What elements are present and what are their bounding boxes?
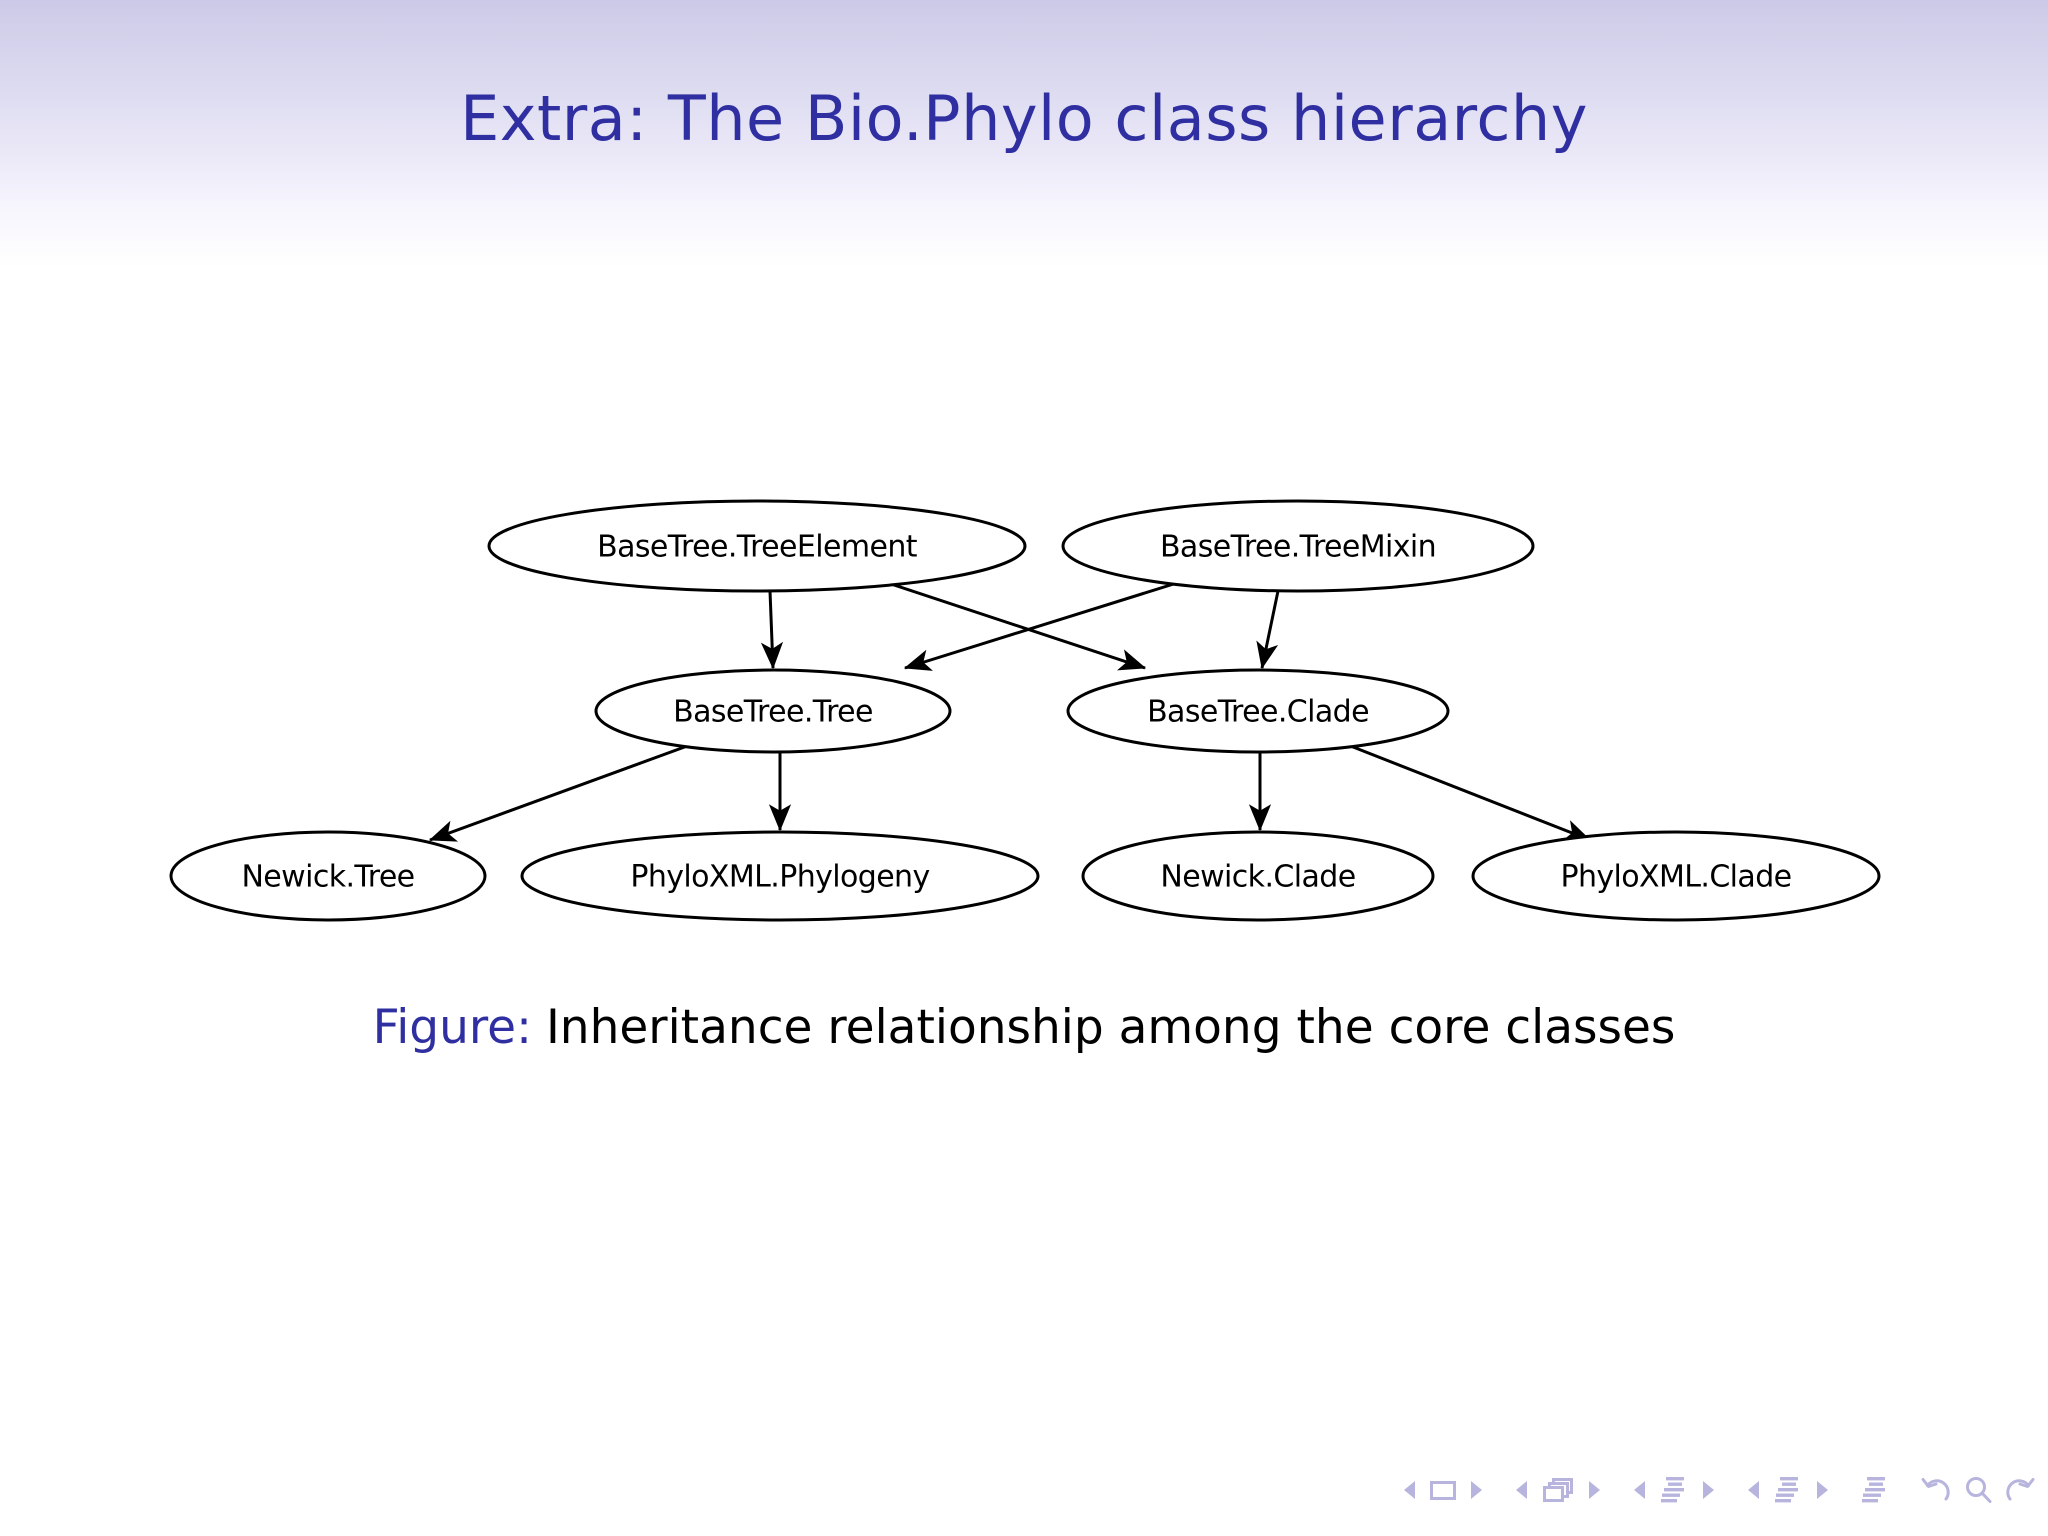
document-lines-icon[interactable]	[1860, 1475, 1890, 1505]
magnifier-icon[interactable]	[1963, 1475, 1993, 1505]
page-title: Extra: The Bio.Phylo class hierarchy	[460, 82, 1588, 155]
triangle-left-icon[interactable]	[1632, 1479, 1648, 1501]
beamer-navigation-bar[interactable]	[1402, 1460, 2036, 1520]
nav-group-frame-navigation	[1402, 1479, 1484, 1501]
redo-arrow-icon[interactable]	[2004, 1475, 2036, 1505]
document-lines-icon[interactable]	[1659, 1475, 1689, 1505]
figure-caption-text: Inheritance relationship among the core …	[545, 1000, 1676, 1055]
nav-group-slide-navigation	[1514, 1477, 1602, 1503]
nav-group-section-navigation	[1746, 1475, 1830, 1505]
triangle-right-icon[interactable]	[1700, 1479, 1716, 1501]
figure-caption-label: Figure:	[372, 1000, 532, 1055]
square-icon[interactable]	[1429, 1479, 1457, 1501]
undo-arrow-icon[interactable]	[1920, 1475, 1952, 1505]
triangle-right-icon[interactable]	[1468, 1479, 1484, 1501]
triangle-left-icon[interactable]	[1514, 1479, 1530, 1501]
triangle-left-icon[interactable]	[1402, 1479, 1418, 1501]
figure-caption: Figure:Inheritance relationship among th…	[0, 1000, 2048, 1055]
triangle-right-icon[interactable]	[1814, 1479, 1830, 1501]
document-lines-icon[interactable]	[1773, 1475, 1803, 1505]
nav-group-subsection-navigation	[1632, 1475, 1716, 1505]
nav-group-history-navigation	[1920, 1475, 2036, 1505]
stacked-slides-icon[interactable]	[1541, 1477, 1575, 1503]
triangle-left-icon[interactable]	[1746, 1479, 1762, 1501]
triangle-right-icon[interactable]	[1586, 1479, 1602, 1501]
nav-group-presentation-navigation	[1860, 1475, 1890, 1505]
